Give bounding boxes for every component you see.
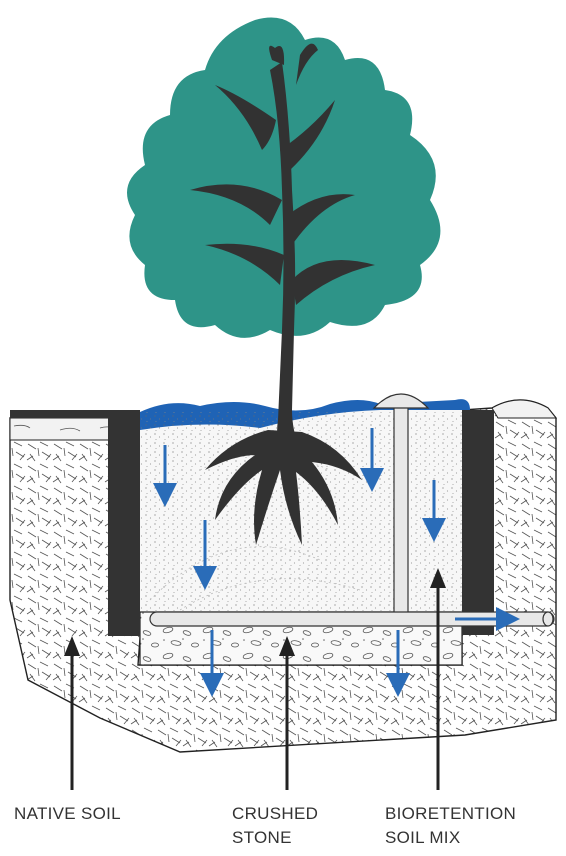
bioretention-soil-mix-label: BIORETENTION SOIL MIX bbox=[385, 802, 516, 850]
left-wall-cap bbox=[10, 410, 140, 418]
crushed-stone-text-line2: STONE bbox=[232, 826, 318, 850]
bioretention-text-line2: SOIL MIX bbox=[385, 826, 516, 850]
crushed-stone-label: CRUSHED STONE bbox=[232, 802, 318, 850]
bioretention-text-line1: BIORETENTION bbox=[385, 802, 516, 826]
right-wall bbox=[462, 410, 494, 635]
native-soil-label: NATIVE SOIL bbox=[14, 802, 121, 826]
native-soil-text: NATIVE SOIL bbox=[14, 802, 121, 826]
crushed-stone-text-line1: CRUSHED bbox=[232, 802, 318, 826]
left-wall bbox=[108, 418, 140, 636]
